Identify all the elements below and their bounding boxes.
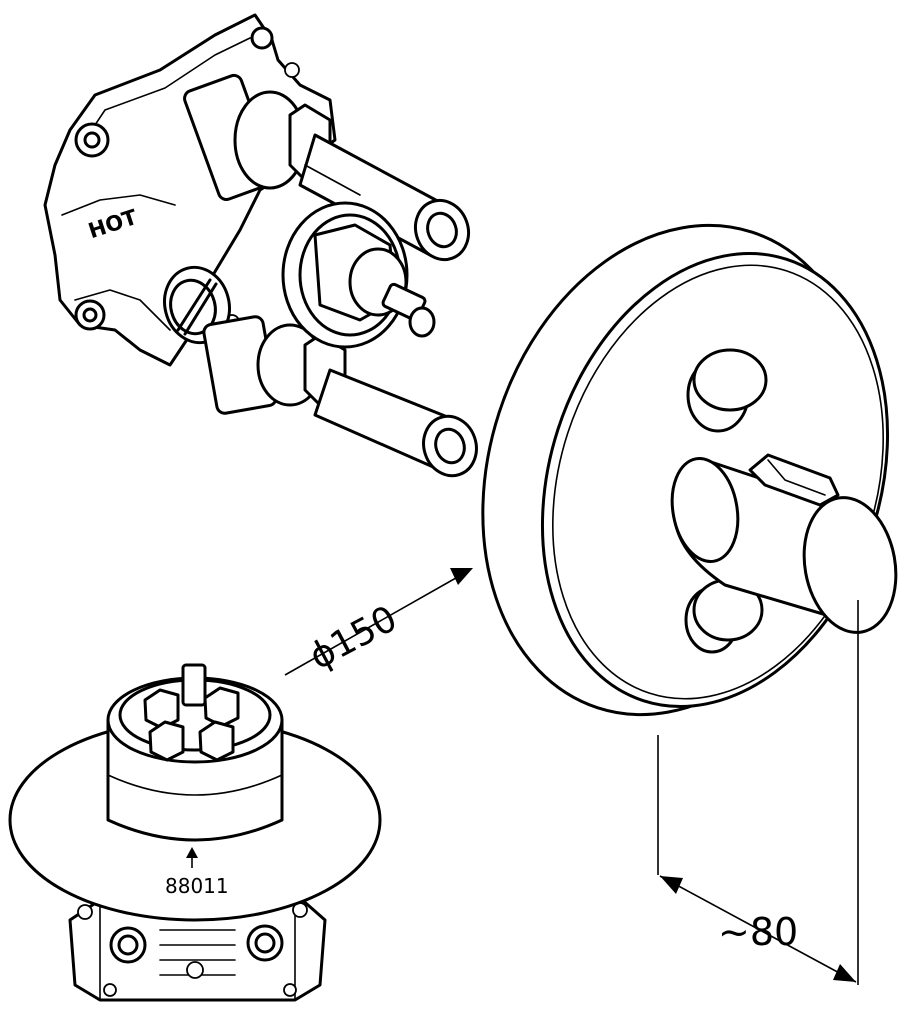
depth-label: ~80 (718, 910, 798, 954)
preassembly-set: 88011 (8, 663, 382, 1002)
inlet-arrow (186, 847, 198, 868)
temperature-handle (670, 453, 898, 634)
part-number: 88011 (165, 874, 229, 898)
safety-button (748, 453, 840, 507)
mounting-base (68, 896, 327, 1002)
hex-caps (143, 663, 240, 762)
flow-screw (163, 265, 231, 345)
lower-connection-pipe (202, 315, 478, 478)
thermostat-rosette (481, 223, 898, 717)
upper-stop-stud (686, 348, 768, 433)
concealed-valve-body: HOT (43, 13, 478, 478)
cartridge-nut (281, 201, 436, 349)
depth-dimension: ~80 (657, 600, 859, 985)
upper-connection-pipe (183, 73, 470, 262)
diameter-label: ϕ150 (303, 598, 404, 678)
diameter-dimension: ϕ150 (284, 568, 473, 678)
lower-stop-stud (684, 578, 764, 654)
